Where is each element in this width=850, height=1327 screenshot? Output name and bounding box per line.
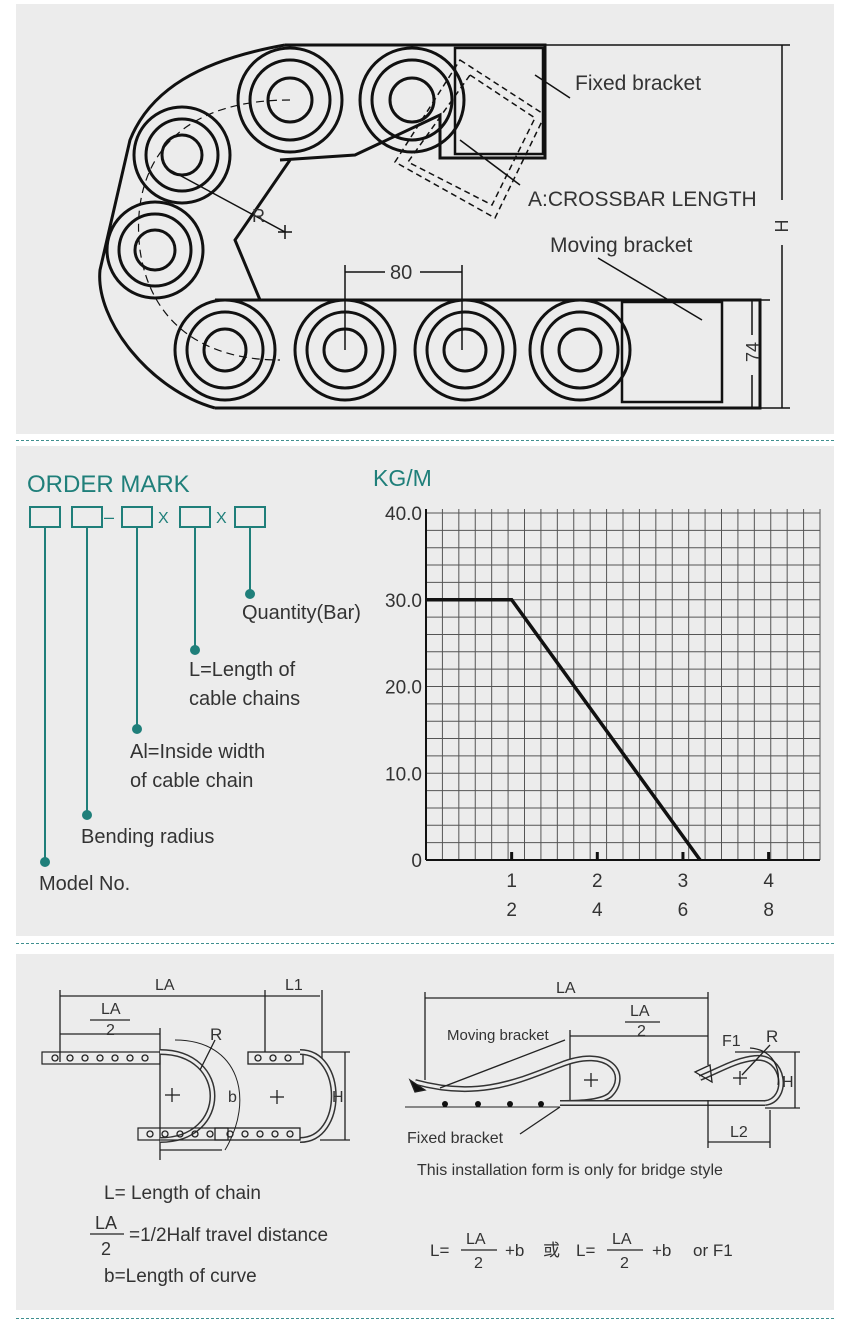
formula-left-den: 2 xyxy=(101,1239,111,1259)
bending-radius-label: Bending radius xyxy=(81,826,214,848)
formula-right-l2: L= xyxy=(576,1241,595,1260)
formula-right-or-f1: or F1 xyxy=(693,1241,733,1260)
chain-diagram-panel: Fixed bracket A:CROSSBAR LENGTH Moving b… xyxy=(16,4,834,434)
left-h-label: H xyxy=(332,1089,344,1106)
x-tick-label-secondary: 6 xyxy=(678,900,689,921)
y-tick-label: 30.0 xyxy=(385,591,422,612)
right-r-label: R xyxy=(766,1027,778,1046)
order-sep-x-1: X xyxy=(158,510,169,527)
fixed-bracket-label: Fixed bracket xyxy=(575,72,701,95)
order-sep-dash: – xyxy=(104,507,114,527)
divider xyxy=(16,1318,834,1319)
left-l1-label: L1 xyxy=(285,977,303,994)
formula-right-plus2: +b xyxy=(652,1241,671,1260)
x-tick-label: 3 xyxy=(678,871,689,892)
order-chart-panel: ORDER MARK – X X Quantity(Bar) L=Le xyxy=(16,446,834,936)
inside-width-label-2: of cable chain xyxy=(130,770,253,792)
model-no-label: Model No. xyxy=(39,873,130,895)
right-l2-label: L2 xyxy=(730,1124,748,1141)
left-la-label: LA xyxy=(155,977,175,994)
y-tick-label: 40.0 xyxy=(385,504,422,525)
y-tick-label: 10.0 xyxy=(385,764,422,785)
left-chain-links xyxy=(51,1054,149,1062)
load-chart: KG/M 40.0 30.0 20.0 10.0 0 1 2 2 4 3 6 4 8 xyxy=(373,465,821,921)
chart-series-line xyxy=(426,598,702,862)
installation-panel: LA LA 2 L1 R b H LA LA 2 Moving bracket … xyxy=(16,954,834,1310)
chain-rollers xyxy=(105,46,632,402)
pitch-label: 80 xyxy=(390,262,412,284)
formula-right-or-cn: 或 xyxy=(543,1241,560,1260)
x-tick-label: 4 xyxy=(763,871,774,892)
formula-right-plus1: +b xyxy=(505,1241,524,1260)
right-f1-label: F1 xyxy=(722,1033,741,1050)
formula-right-l1: L= xyxy=(430,1241,449,1260)
y-tick-label: 20.0 xyxy=(385,678,422,699)
formula-right-num2: LA xyxy=(612,1231,632,1248)
x-tick-label: 2 xyxy=(592,871,603,892)
formula-l-chain: L= Length of chain xyxy=(104,1183,261,1204)
formula-b-curve: b=Length of curve xyxy=(104,1266,257,1287)
order-sep-x-2: X xyxy=(216,510,227,527)
order-mark: ORDER MARK – X X Quantity(Bar) L=Le xyxy=(27,471,361,895)
moving-bracket-label: Moving bracket xyxy=(550,234,693,257)
y-tick-label: 0 xyxy=(411,851,422,872)
left-b-label: b xyxy=(228,1089,237,1106)
right-la-num: LA xyxy=(630,1003,650,1020)
chart-title: KG/M xyxy=(373,465,432,491)
left-la-num: LA xyxy=(101,1001,121,1018)
installation-diagram: LA LA 2 L1 R b H LA LA 2 Moving bracket … xyxy=(41,977,800,1287)
crossbar-label: A:CROSSBAR LENGTH xyxy=(528,188,757,211)
formula-right-den1: 2 xyxy=(474,1255,483,1272)
formula-right-den2: 2 xyxy=(620,1255,629,1272)
chain-diagram: Fixed bracket A:CROSSBAR LENGTH Moving b… xyxy=(98,43,792,410)
quantity-label: Quantity(Bar) xyxy=(242,602,361,624)
right-la-den: 2 xyxy=(637,1023,646,1040)
right-h-label: H xyxy=(782,1074,794,1091)
right-fixed-label: Fixed bracket xyxy=(407,1130,504,1147)
x-tick-label-secondary: 2 xyxy=(506,900,517,921)
formula-half-travel: =1/2Half travel distance xyxy=(129,1225,328,1246)
x-tick-label-secondary: 4 xyxy=(592,900,603,921)
right-moving-label: Moving bracket xyxy=(447,1027,550,1044)
right-la-label: LA xyxy=(556,980,576,997)
length-label-1: L=Length of xyxy=(189,659,296,681)
length-label-2: cable chains xyxy=(189,688,300,710)
formula-left-num: LA xyxy=(95,1213,117,1233)
divider xyxy=(16,943,834,944)
order-mark-title: ORDER MARK xyxy=(27,471,190,498)
x-tick-label: 1 xyxy=(506,871,517,892)
left-r-label: R xyxy=(210,1025,222,1044)
bridge-note: This installation form is only for bridg… xyxy=(417,1162,723,1179)
x-tick-label-secondary: 8 xyxy=(763,900,774,921)
formula-right-num1: LA xyxy=(466,1231,486,1248)
inside-width-label-1: Al=Inside width xyxy=(130,741,265,763)
left-la-den: 2 xyxy=(106,1022,115,1039)
divider xyxy=(16,440,834,441)
radius-label: R xyxy=(252,206,265,226)
height-label: H xyxy=(772,220,792,233)
link-height-label: 74 xyxy=(743,342,763,362)
